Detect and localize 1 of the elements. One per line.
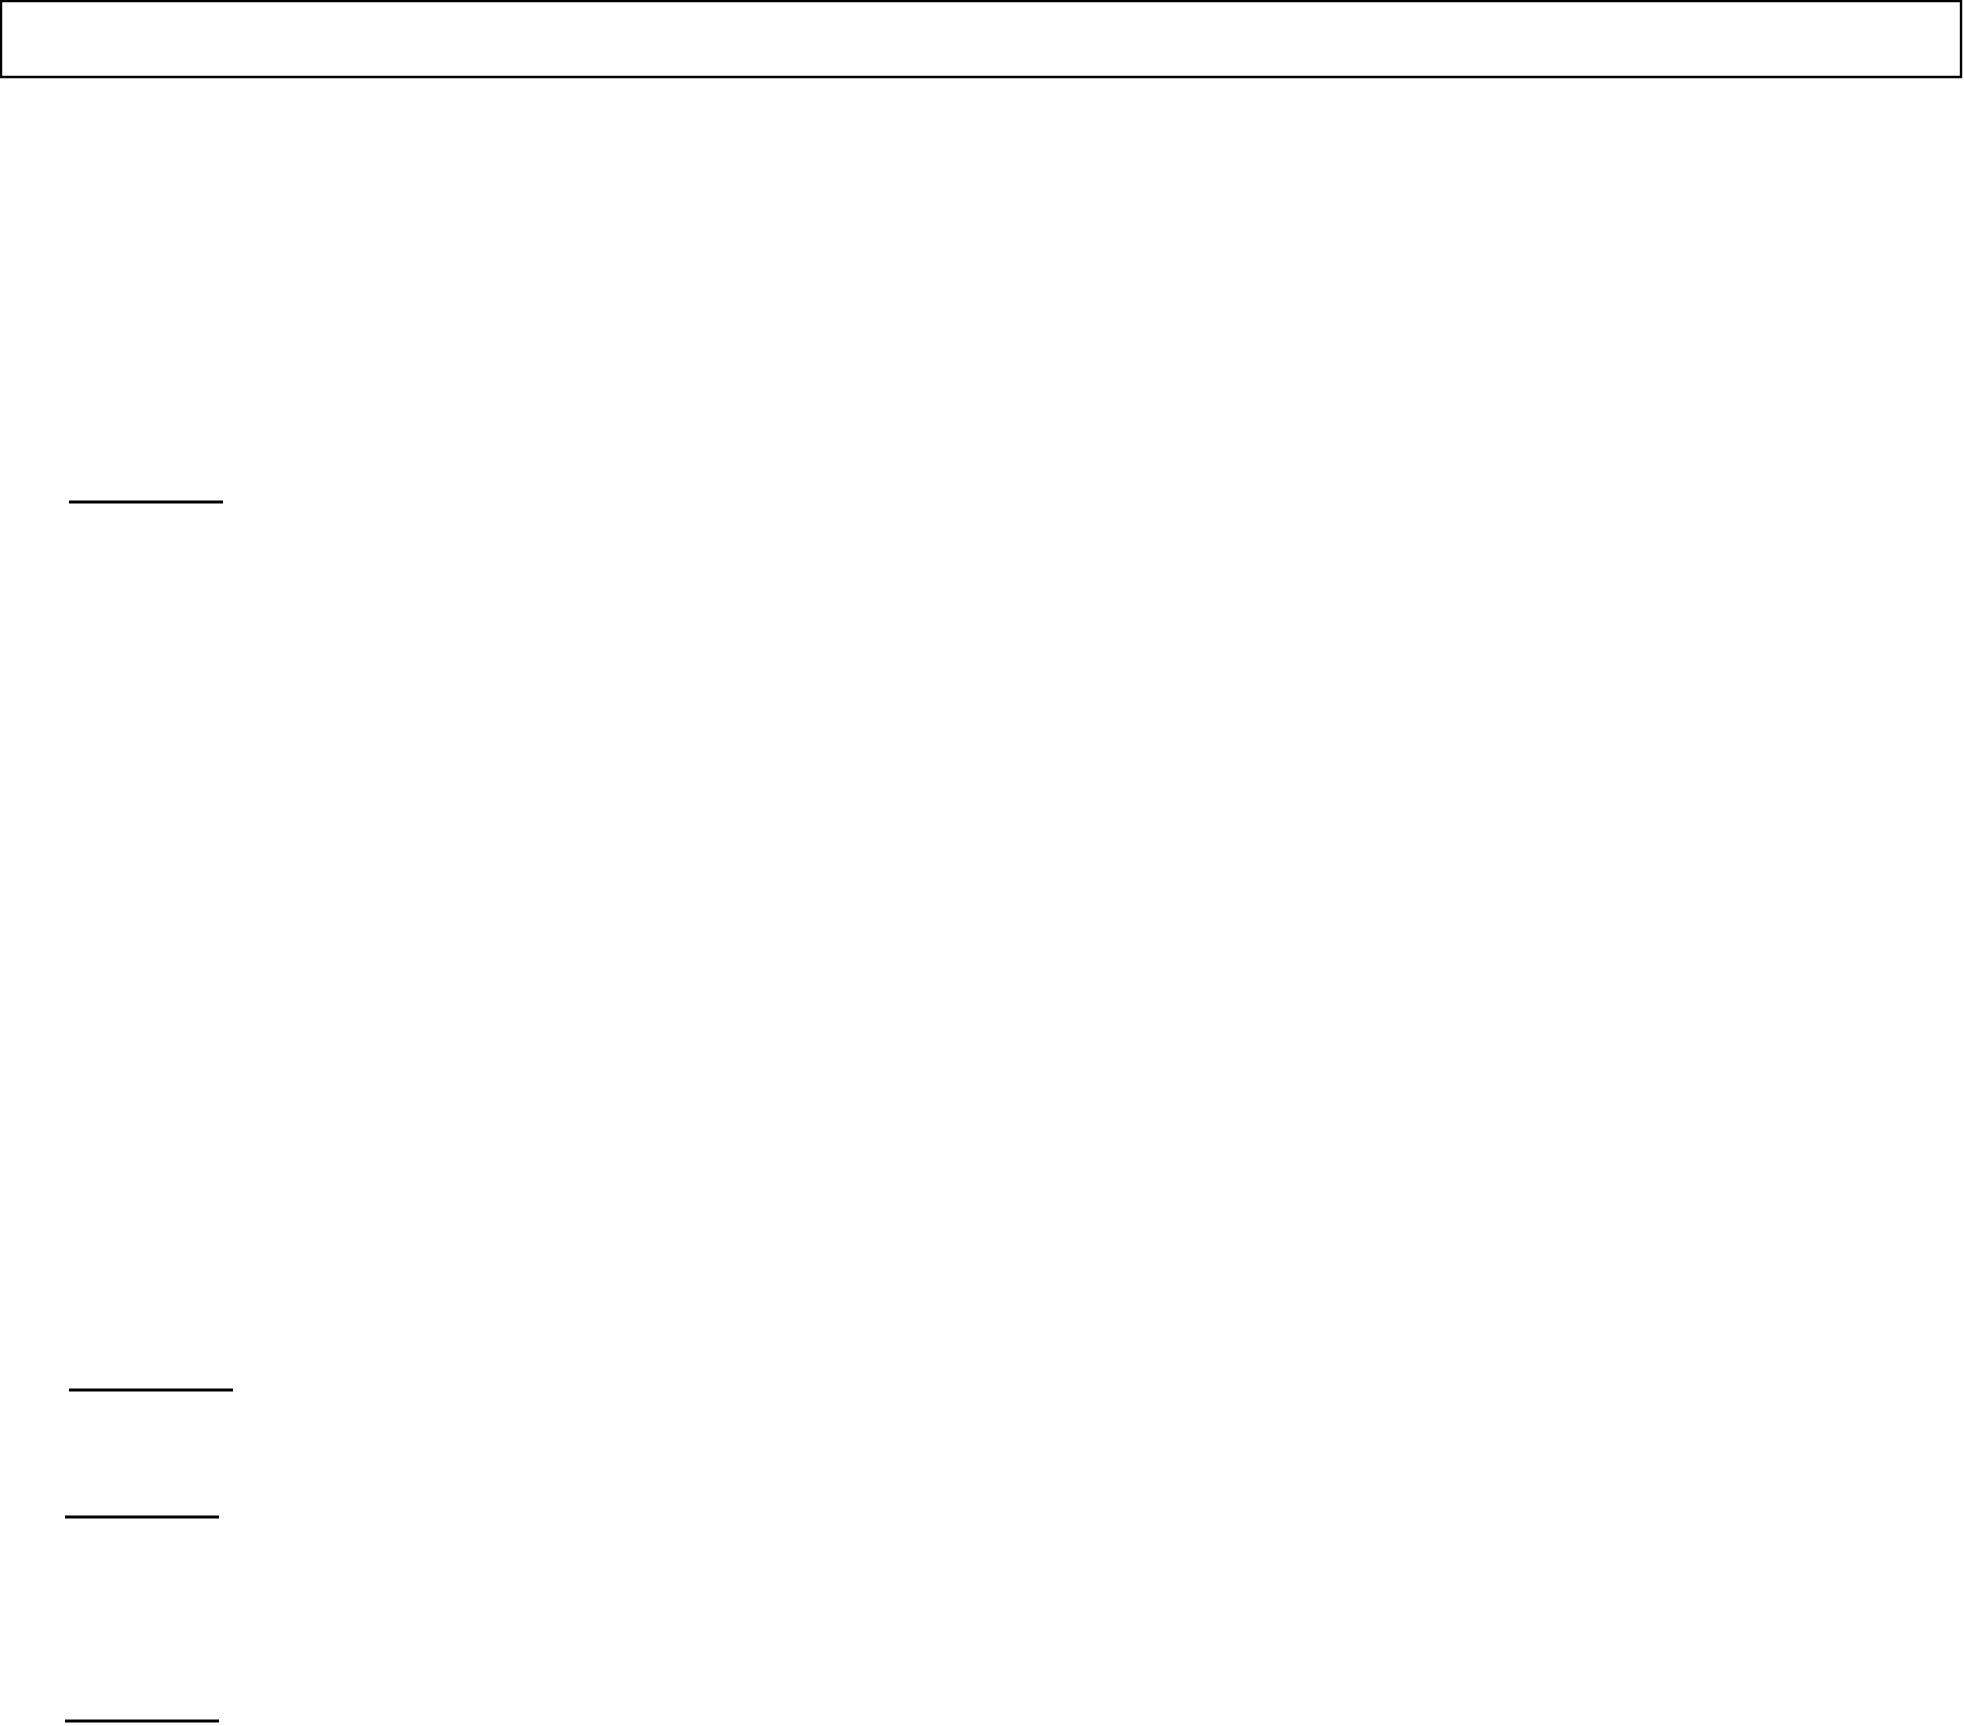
header-box	[0, 0, 1963, 79]
